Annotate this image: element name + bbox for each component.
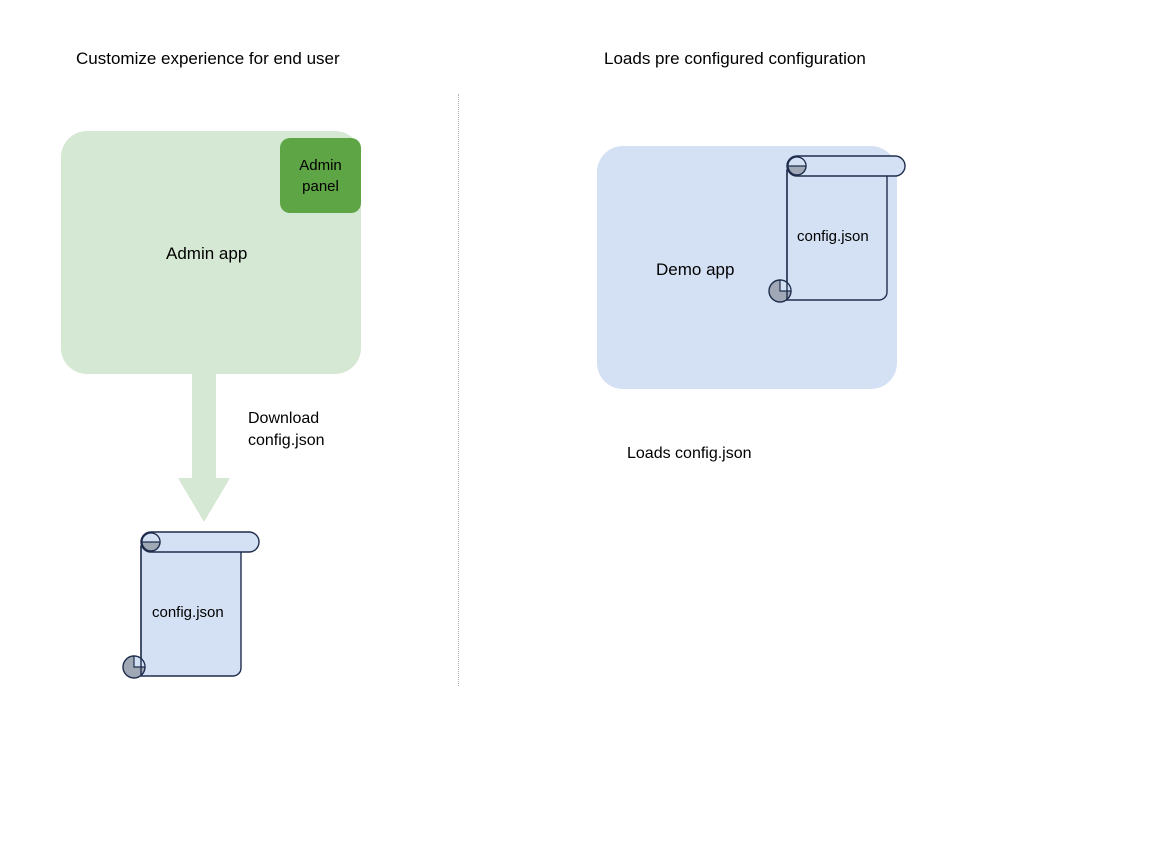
section-title-left: Customize experience for end user [76,49,340,68]
download-label-line1: Download [248,410,320,427]
demo-app-label: Demo app [656,260,735,279]
config-json-label-left: config.json [152,604,224,621]
section-title-right: Loads pre configured configuration [604,49,866,68]
download-arrow-label: Download config.json [248,408,325,452]
admin-panel-label-line1: Admin [299,156,342,174]
config-json-document-right[interactable] [767,152,917,322]
admin-panel-box[interactable]: Admin panel [280,138,361,213]
loads-config-caption: Loads config.json [627,445,752,462]
download-arrow-icon [175,372,235,524]
admin-app-label: Admin app [166,244,248,263]
admin-panel-label-line2: panel [302,177,339,195]
config-json-document-left[interactable] [121,528,271,698]
vertical-dotted-divider [458,94,459,686]
config-json-label-right: config.json [797,228,869,245]
download-label-line2: config.json [248,432,325,449]
admin-panel-label: Admin panel [299,155,342,197]
